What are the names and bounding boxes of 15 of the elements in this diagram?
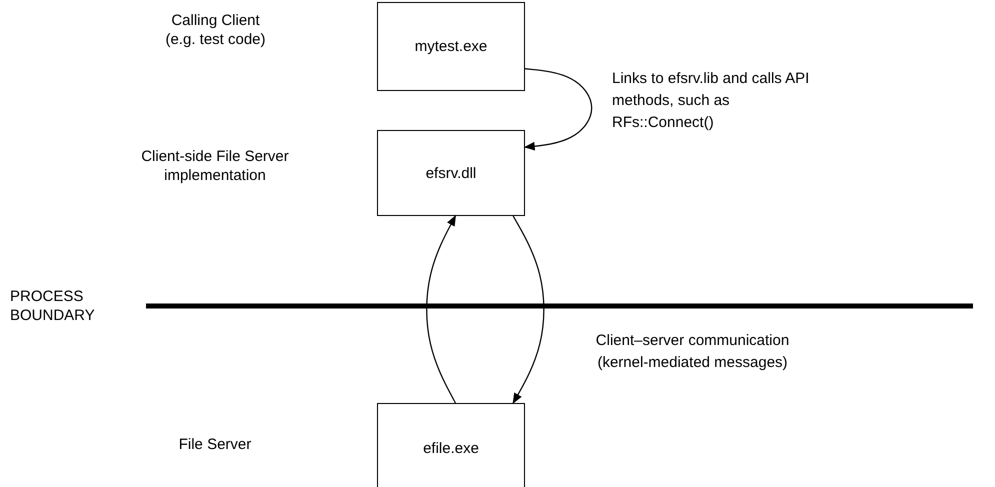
edge-label: Client–server communication (kernel-mediated messages) [594,331,790,373]
role-label: Calling Client (e.g. test code) [164,12,267,50]
box-label: efile.exe [423,440,479,456]
curved-arrow [524,68,592,151]
process-box [377,403,525,487]
box-label: efsrv.dll [426,164,476,182]
process-box [377,130,525,216]
curved-arrow [512,216,544,404]
role-label: File Server [178,436,252,455]
boundary-label: PROCESS BOUNDARY [10,288,96,326]
process-box [377,2,525,91]
role-label: Client-side File Server implementation [140,148,290,186]
box-label: mytest.exe [414,38,488,55]
edge-label: Links to efsrv.lib and calls API methods, such as RFs::Connect() [612,69,810,132]
curved-arrow [426,215,456,404]
